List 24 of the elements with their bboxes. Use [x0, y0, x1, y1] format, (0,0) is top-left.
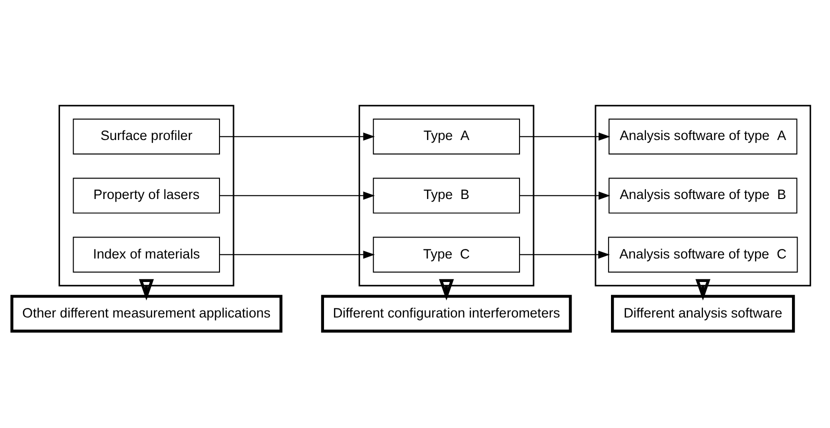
node-box: Type C: [372, 236, 520, 272]
node-box: Different analysis software: [611, 294, 795, 332]
node-box: Type A: [372, 118, 520, 154]
arrow: [219, 191, 375, 200]
node-box: Surface profiler: [72, 118, 220, 154]
node-box: Index of materials: [72, 236, 220, 272]
cluster: [58, 104, 234, 286]
arrow: [519, 250, 610, 258]
node-box: Property of lasers: [72, 177, 220, 214]
node-box: Other different measurement applications: [10, 294, 282, 332]
arrow: [219, 132, 375, 140]
node-box: Analysis software of type C: [608, 236, 798, 272]
node-box: Different configuration interferometers: [321, 294, 572, 332]
node-box: Analysis software of type B: [608, 177, 798, 214]
cluster: [594, 104, 812, 286]
arrow: [695, 278, 710, 300]
node-box: Analysis software of type A: [608, 118, 798, 154]
arrow: [438, 278, 454, 300]
arrow: [219, 250, 375, 258]
arrow: [138, 278, 154, 300]
node-box: Type B: [372, 177, 520, 214]
arrow: [519, 191, 610, 200]
cluster: [358, 104, 534, 286]
arrow: [519, 132, 610, 140]
